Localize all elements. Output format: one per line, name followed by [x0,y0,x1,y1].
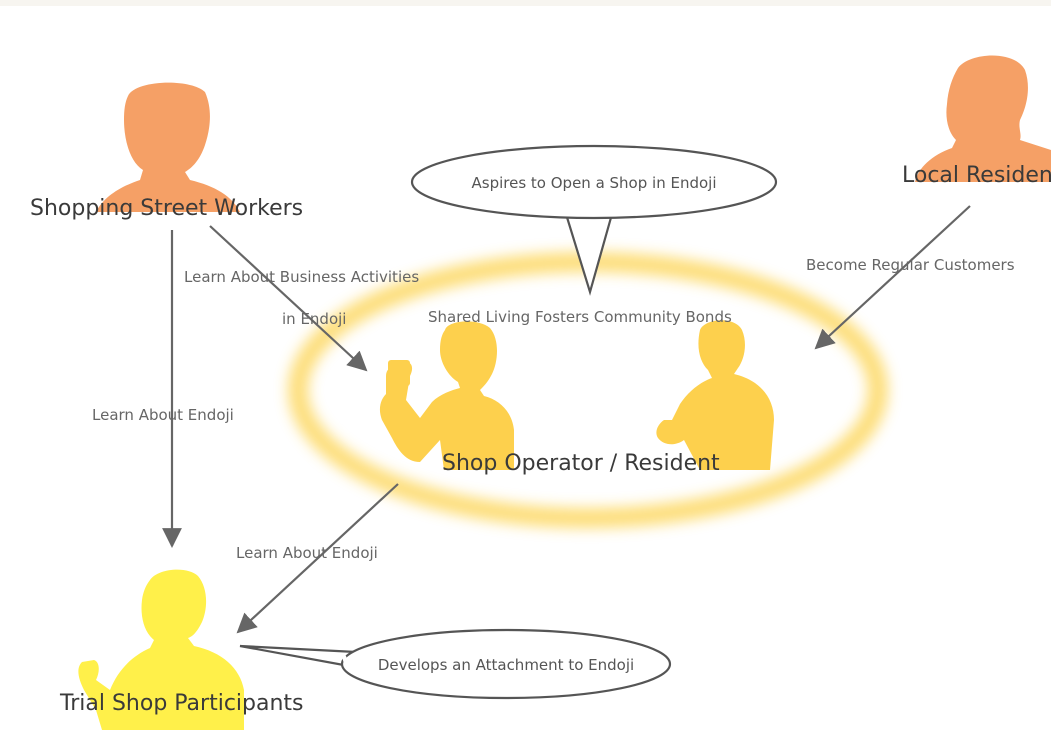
bubble-label-attachment: Develops an Attachment to Endoji [378,656,634,674]
community-glow-ring [288,252,888,528]
edge-label-community: Shared Living Fosters Community Bonds [428,308,732,326]
bubble-attachment [239,628,672,700]
bubble-aspire [410,144,778,296]
top-strip [0,0,1051,6]
edge-label-operator-trial: Learn About Endoji [236,544,378,562]
arrow-residents-to-operator [814,205,971,350]
arrow-workers-to-operator [209,225,368,372]
edge-label-regular-customers: Become Regular Customers [806,256,1015,274]
edge-label-business-2: in Endoji [282,310,346,328]
operator-figure-right [656,320,774,470]
worker-figure [96,82,240,212]
operator-figure-left [379,321,514,470]
edge-label-workers-trial: Learn About Endoji [92,406,234,424]
label-operator: Shop Operator / Resident [442,451,720,476]
edge-label-business-1: Learn About Business Activities [184,268,419,286]
label-trial: Trial Shop Participants [59,691,304,716]
label-workers: Shopping Street Workers [30,196,303,221]
label-residents: Local Residents [902,163,1051,188]
resident-figure [915,55,1051,182]
bubble-label-aspire: Aspires to Open a Shop in Endoji [472,174,717,192]
arrow-operator-to-trial [236,483,399,634]
trial-figure [78,569,244,730]
